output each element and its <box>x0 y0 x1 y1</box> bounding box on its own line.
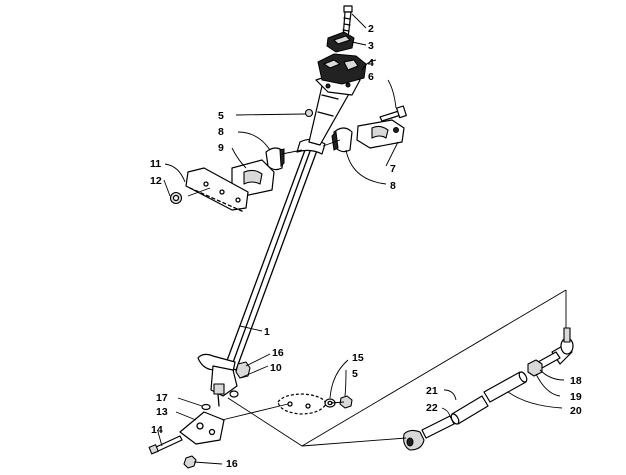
tie-rod-part-21 <box>450 395 489 425</box>
jam-nut-part-19 <box>527 359 543 377</box>
callout-labels: 2 3 4 6 5 8 9 7 8 11 12 1 16 10 15 5 17 … <box>150 23 582 470</box>
callout-6: 6 <box>368 71 374 83</box>
callout-18: 18 <box>570 375 582 387</box>
tie-rod-end-part-18 <box>537 327 574 369</box>
callout-1: 1 <box>264 326 270 338</box>
nut-part-16-lower <box>183 455 197 469</box>
bearing-plate-part-13 <box>179 411 225 445</box>
nut-part-12 <box>169 191 183 205</box>
callout-3: 3 <box>368 40 374 52</box>
cap-part-7 <box>356 119 405 149</box>
nut-part-5-upper <box>304 108 314 118</box>
nut-part-16-upper <box>235 361 251 379</box>
callout-16-upper: 16 <box>272 347 284 359</box>
assembly-lines <box>187 139 567 447</box>
bracket-part-9 <box>231 159 275 197</box>
callout-4: 4 <box>368 57 374 69</box>
callout-10: 10 <box>270 362 282 374</box>
callout-19: 19 <box>570 391 582 403</box>
callout-15: 15 <box>352 352 364 364</box>
bolt-part-6 <box>379 105 407 122</box>
washer-part-17 <box>201 403 211 411</box>
callout-20: 20 <box>570 405 582 417</box>
bushing-part-8-right <box>331 127 353 153</box>
callout-8-left: 8 <box>218 126 224 138</box>
bolt-part-14 <box>148 435 183 455</box>
callout-9: 9 <box>218 142 224 154</box>
callout-16-lower: 16 <box>226 458 238 470</box>
callout-14: 14 <box>151 424 163 436</box>
callout-7: 7 <box>390 163 396 175</box>
nut-part-5-lower <box>339 395 353 409</box>
tie-rod-tube-part-20 <box>483 371 528 403</box>
bushing-part-3 <box>326 31 355 53</box>
callout-2: 2 <box>368 23 374 35</box>
callout-11: 11 <box>150 158 161 170</box>
callout-5-lower: 5 <box>352 368 358 380</box>
callout-8-right: 8 <box>390 180 396 192</box>
tie-rod-end-part-22 <box>403 415 455 451</box>
callout-12: 12 <box>150 175 162 187</box>
washer-part-10 <box>229 390 239 398</box>
bracket-part-4 <box>317 53 367 85</box>
gasket-plate <box>277 393 327 415</box>
callout-22: 22 <box>426 402 438 414</box>
callout-5-upper: 5 <box>218 110 224 122</box>
callout-17: 17 <box>156 392 168 404</box>
callout-21: 21 <box>426 385 438 397</box>
bushing-part-8-left <box>265 147 285 171</box>
mounting-plate-part-11 <box>185 167 249 213</box>
callout-leaders <box>157 13 565 465</box>
callout-13: 13 <box>156 406 168 418</box>
